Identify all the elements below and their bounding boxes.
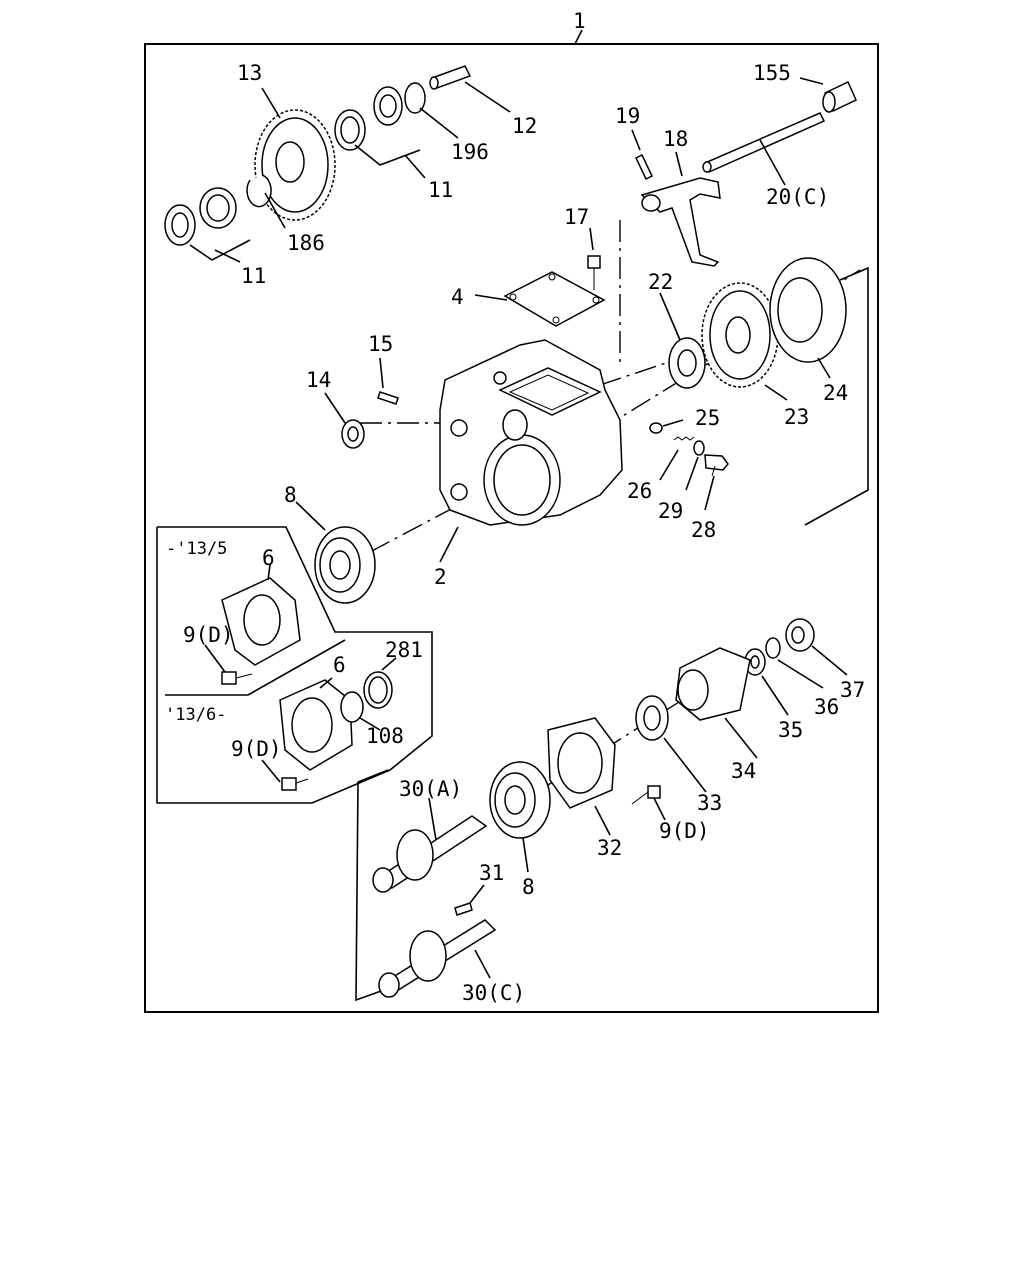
label-9d-upper: 9(D) xyxy=(183,623,234,647)
label-28: 28 xyxy=(691,518,716,542)
label-32: 32 xyxy=(597,836,622,860)
label-14: 14 xyxy=(306,368,331,392)
label-13: 13 xyxy=(237,61,262,85)
label-30c: 30(C) xyxy=(462,981,525,1005)
washer-14-icon xyxy=(341,419,365,449)
label-8-lower: 8 xyxy=(522,875,535,899)
thrust-washer-22-icon xyxy=(668,337,706,389)
label-4: 4 xyxy=(451,285,464,309)
inset-lower-range: '13/6- xyxy=(165,705,226,725)
bush-155-icon xyxy=(822,80,857,113)
gear-23-icon xyxy=(701,282,779,388)
seal-281-icon xyxy=(363,671,393,709)
label-9d-lower: 9(D) xyxy=(231,737,282,761)
label-20c: 20(C) xyxy=(766,185,829,209)
housing-2-icon xyxy=(439,339,623,526)
snap-ring-108-icon xyxy=(340,691,364,723)
label-196: 196 xyxy=(451,140,489,164)
washer-35-icon xyxy=(744,648,766,676)
label-18: 18 xyxy=(663,127,688,151)
key-31-icon xyxy=(454,902,473,916)
assembly-frame xyxy=(144,43,879,1013)
label-34: 34 xyxy=(731,759,756,783)
label-6-upper: 6 xyxy=(262,546,275,570)
label-11-upper: 11 xyxy=(428,178,453,202)
snap-ring-186-icon xyxy=(246,174,272,208)
label-33: 33 xyxy=(697,791,722,815)
label-35: 35 xyxy=(778,718,803,742)
label-19: 19 xyxy=(615,104,640,128)
bearing-11-left-icon xyxy=(164,187,237,246)
label-24: 24 xyxy=(823,381,848,405)
shaft-30c-icon xyxy=(378,919,497,998)
leader-lines xyxy=(189,77,848,979)
label-37: 37 xyxy=(840,678,865,702)
shaft-30a-icon xyxy=(372,815,488,893)
inset-upper-range: -'13/5 xyxy=(166,539,227,559)
bolt-9d-right-icon xyxy=(631,785,661,805)
cover-32-icon xyxy=(547,717,616,809)
label-22: 22 xyxy=(648,270,673,294)
flange-housing-34-icon xyxy=(675,647,751,721)
pin-12-icon xyxy=(429,65,472,90)
shift-shaft-20-icon xyxy=(702,112,826,173)
label-30a: 30(A) xyxy=(399,777,462,801)
label-23: 23 xyxy=(784,405,809,429)
spring-26-icon xyxy=(673,436,695,441)
shift-fork-18-icon xyxy=(640,177,721,267)
label-6-lower: 6 xyxy=(333,653,346,677)
lock-washer-36-icon xyxy=(765,637,781,659)
label-31: 31 xyxy=(479,861,504,885)
washer-29-icon xyxy=(693,440,705,456)
ring-196-icon xyxy=(404,82,426,114)
flange-6-lower-icon xyxy=(279,679,353,771)
label-9d-right: 9(D) xyxy=(659,819,710,843)
label-17: 17 xyxy=(564,205,589,229)
label-8-upper: 8 xyxy=(284,483,297,507)
variant-inset: -'13/5 '13/6- xyxy=(156,526,433,804)
label-155: 155 xyxy=(753,61,791,85)
flange-6-upper-icon xyxy=(221,577,301,666)
oil-seal-33-icon xyxy=(635,695,669,741)
label-2: 2 xyxy=(434,565,447,589)
key-15-icon xyxy=(377,391,399,405)
cover-plate-4-icon xyxy=(503,271,606,327)
label-12: 12 xyxy=(512,114,537,138)
bolt-9d-lower-icon xyxy=(281,777,309,791)
sleeve-24-icon xyxy=(769,257,847,363)
label-36: 36 xyxy=(814,695,839,719)
bearing-8-lower-icon xyxy=(489,761,551,839)
label-26: 26 xyxy=(627,479,652,503)
bolt-17-icon xyxy=(587,255,601,290)
nut-37-icon xyxy=(785,618,815,652)
bolt-28-icon xyxy=(704,454,729,477)
plug-25-icon xyxy=(649,422,663,434)
label-1: 1 xyxy=(573,9,586,33)
pin-19-icon xyxy=(635,153,653,181)
label-11-left: 11 xyxy=(241,264,266,288)
label-186: 186 xyxy=(287,231,325,255)
bearing-11-upper-icon xyxy=(334,86,403,151)
label-108: 108 xyxy=(366,724,404,748)
label-29: 29 xyxy=(658,499,683,523)
label-15: 15 xyxy=(368,332,393,356)
gear-13-icon xyxy=(254,109,336,221)
label-281: 281 xyxy=(385,638,423,662)
bearing-8-upper-icon xyxy=(314,526,376,604)
label-25: 25 xyxy=(695,406,720,430)
bolt-9d-upper-icon xyxy=(221,671,253,685)
